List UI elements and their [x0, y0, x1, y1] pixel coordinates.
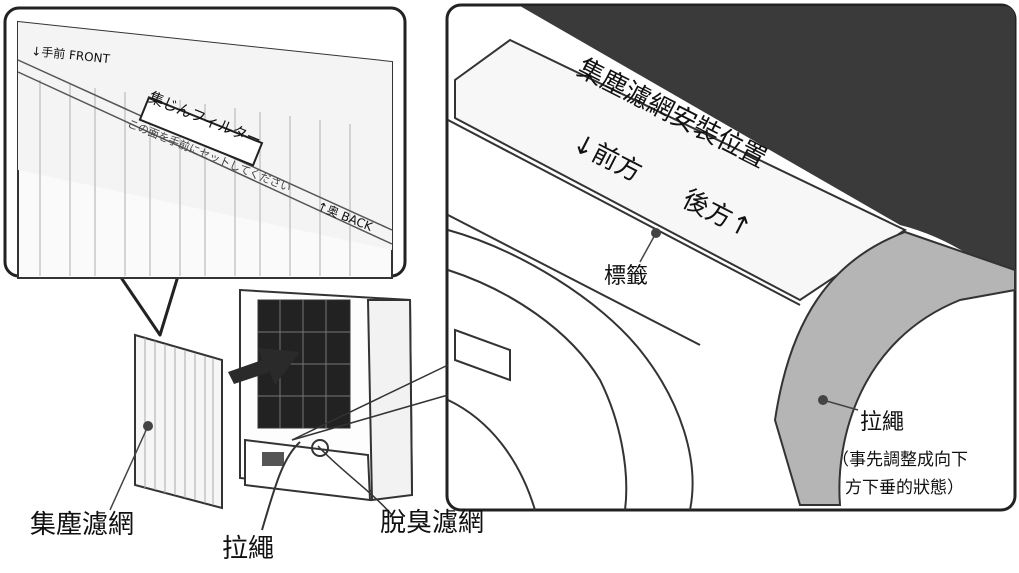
label-callout: 標籤 — [604, 264, 649, 289]
left-inset — [3, 6, 407, 337]
dust-filter-panel — [109, 333, 223, 511]
strap-callout-right: 拉繩 — [860, 410, 905, 435]
insert-arrow — [228, 348, 300, 385]
right-inset — [445, 3, 1017, 512]
strap-note-line2: 方下垂的狀態） — [845, 478, 964, 498]
deodor-filter-label: 脫臭濾網 — [380, 508, 485, 538]
strap-leader — [261, 441, 301, 531]
strap-note-line1: （事先調整成向下 — [832, 450, 968, 470]
purifier-unit — [239, 288, 449, 502]
deodor-leader — [317, 445, 393, 516]
pull-strap-label: 拉繩 — [222, 534, 275, 564]
dust-filter-label: 集塵濾網 — [30, 510, 135, 540]
